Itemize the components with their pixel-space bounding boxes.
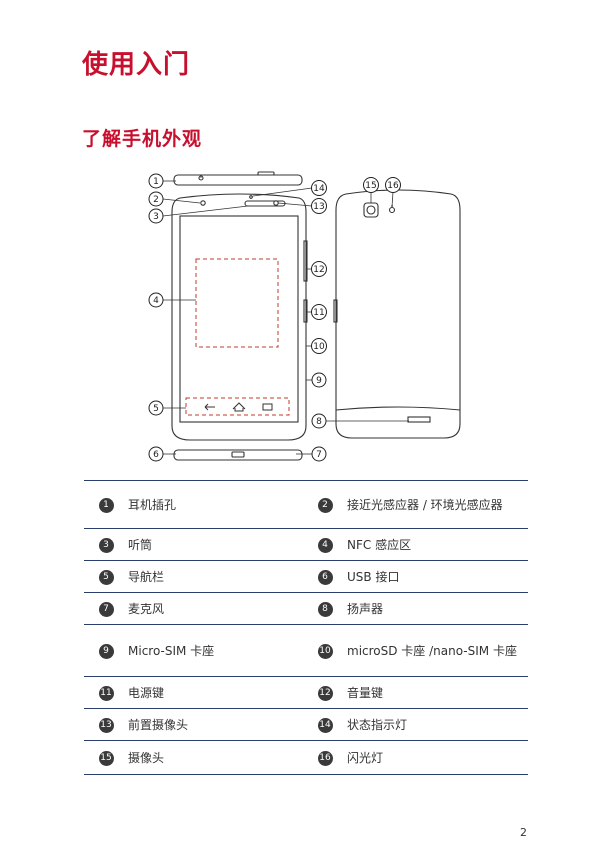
callout-15: 15 <box>363 177 379 193</box>
callout-3: 3 <box>148 208 164 224</box>
number-badge: 13 <box>98 718 114 733</box>
number-badge: 3 <box>98 538 114 553</box>
svg-text:1: 1 <box>153 177 159 187</box>
table-row: 13 前置摄像头 14 状态指示灯 <box>84 708 528 741</box>
svg-text:6: 6 <box>153 450 159 460</box>
table-row: 1 耳机插孔 2 接近光感应器 / 环境光感应器 <box>84 480 528 529</box>
svg-text:7: 7 <box>316 450 322 460</box>
number-badge: 2 <box>317 498 333 513</box>
callout-16: 16 <box>385 177 401 193</box>
svg-text:13: 13 <box>313 202 324 212</box>
callout-5: 5 <box>148 400 164 416</box>
phone-back-outline <box>335 189 461 439</box>
svg-text:5: 5 <box>153 404 159 414</box>
part-label: 听筒 <box>128 528 303 561</box>
svg-text:16: 16 <box>387 181 399 191</box>
callout-7: 7 <box>311 446 327 462</box>
table-row: 7 麦克风 8 扬声器 <box>84 592 528 625</box>
phone-bottom-edge <box>173 449 303 461</box>
svg-text:10: 10 <box>313 342 325 352</box>
nfc-area <box>195 258 279 348</box>
parts-table: 1 耳机插孔 2 接近光感应器 / 环境光感应器 3 听筒 4 NFC 感应区 … <box>84 480 528 775</box>
callout-14: 14 <box>311 180 327 196</box>
number-badge: 9 <box>98 644 114 659</box>
rear-camera-outline <box>363 202 379 218</box>
table-row: 3 听筒 4 NFC 感应区 <box>84 528 528 561</box>
number-badge: 7 <box>98 602 114 617</box>
svg-text:11: 11 <box>313 308 324 318</box>
callout-10: 10 <box>311 338 327 354</box>
section-title: 了解手机外观 <box>82 128 203 150</box>
callout-1: 1 <box>148 173 164 189</box>
table-row: 5 导航栏 6 USB 接口 <box>84 560 528 593</box>
number-badge: 15 <box>98 751 114 766</box>
callout-13: 13 <box>311 198 327 214</box>
number-badge: 10 <box>317 644 333 659</box>
home-key-icon <box>232 402 246 412</box>
part-label: 闪光灯 <box>347 740 528 775</box>
callout-2: 2 <box>148 191 164 207</box>
svg-text:8: 8 <box>316 417 322 427</box>
earpiece-outline <box>244 200 286 207</box>
part-label: 麦克风 <box>128 592 303 625</box>
part-label: Micro-SIM 卡座 <box>128 624 303 677</box>
phone-top-edge <box>173 174 303 186</box>
svg-text:14: 14 <box>313 184 325 194</box>
part-label: 前置摄像头 <box>128 708 303 741</box>
callout-8: 8 <box>311 413 327 429</box>
part-label: 音量键 <box>347 676 528 709</box>
menu-key-icon <box>262 403 273 411</box>
speaker-grille-outline <box>407 416 431 423</box>
callout-4: 4 <box>148 292 164 308</box>
callout-12: 12 <box>311 261 327 277</box>
number-badge: 1 <box>98 498 114 513</box>
part-label: 电源键 <box>128 676 303 709</box>
table-row: 15 摄像头 16 闪光灯 <box>84 740 528 775</box>
volume-key-outline <box>303 240 308 282</box>
number-badge: 14 <box>317 718 333 733</box>
callout-11: 11 <box>311 304 327 320</box>
callout-9: 9 <box>311 372 327 388</box>
svg-text:3: 3 <box>153 212 159 222</box>
table-row: 11 电源键 12 音量键 <box>84 676 528 709</box>
part-label: 接近光感应器 / 环境光感应器 <box>347 480 528 529</box>
phone-diagram: 1 2 3 4 5 6 7 8 9 10 11 12 13 14 15 16 <box>148 171 461 462</box>
status-led-outline <box>249 195 253 199</box>
number-badge: 8 <box>317 602 333 617</box>
number-badge: 16 <box>317 751 333 766</box>
number-badge: 5 <box>98 570 114 585</box>
power-key-outline <box>303 299 308 323</box>
screen-outline <box>179 215 299 423</box>
chapter-title: 使用入门 <box>82 50 191 80</box>
part-label: 扬声器 <box>347 592 528 625</box>
page-number: 2 <box>520 826 527 839</box>
phone-front-outline <box>171 193 307 441</box>
proximity-sensor-outline <box>200 200 206 206</box>
number-badge: 6 <box>317 570 333 585</box>
part-label: 导航栏 <box>128 560 303 593</box>
svg-text:4: 4 <box>153 296 159 306</box>
part-label: microSD 卡座 /nano-SIM 卡座 <box>347 624 528 677</box>
part-label: 耳机插孔 <box>128 480 303 529</box>
part-label: 状态指示灯 <box>347 708 528 741</box>
callout-6: 6 <box>148 446 164 462</box>
svg-text:9: 9 <box>316 376 322 386</box>
navigation-bar-area <box>185 397 290 416</box>
svg-text:12: 12 <box>313 265 324 275</box>
number-badge: 12 <box>317 686 333 701</box>
svg-text:2: 2 <box>153 195 159 205</box>
back-key-icon <box>204 403 215 411</box>
table-row: 9 Micro-SIM 卡座 10 microSD 卡座 /nano-SIM 卡… <box>84 624 528 677</box>
usb-port-outline <box>231 451 245 458</box>
part-label: 摄像头 <box>128 740 303 775</box>
flash-outline <box>388 206 396 214</box>
part-label: NFC 感应区 <box>347 528 528 561</box>
part-label: USB 接口 <box>347 560 528 593</box>
number-badge: 4 <box>317 538 333 553</box>
svg-text:15: 15 <box>365 181 376 191</box>
number-badge: 11 <box>98 686 114 701</box>
